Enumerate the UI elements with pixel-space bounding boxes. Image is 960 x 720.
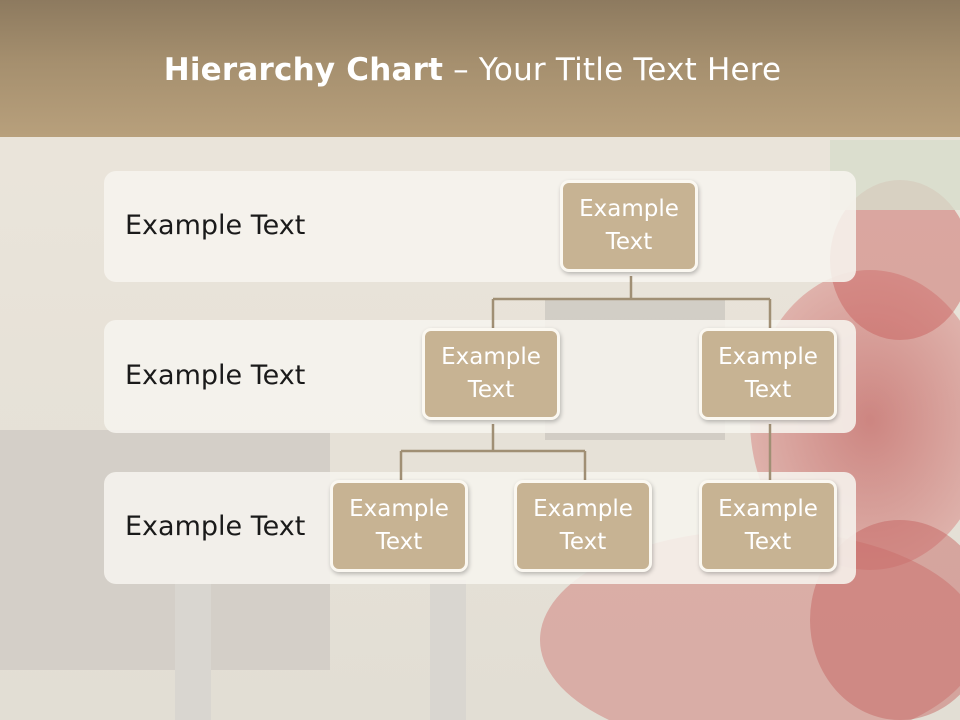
node-level2-right[interactable]: Example Text	[699, 328, 837, 420]
node-level3-a[interactable]: Example Text	[330, 480, 468, 572]
node-level2-left[interactable]: Example Text	[422, 328, 560, 420]
slide-title: Hierarchy Chart – Your Title Text Here	[0, 52, 945, 88]
node-root-text: Example Text	[579, 196, 679, 255]
title-bar: Hierarchy Chart – Your Title Text Here	[0, 0, 960, 137]
level-band-1	[104, 171, 856, 282]
level-label-2: Example Text	[125, 360, 306, 391]
node-level3-c[interactable]: Example Text	[699, 480, 837, 572]
node-level3-c-text: Example Text	[718, 496, 818, 555]
node-level3-b[interactable]: Example Text	[514, 480, 652, 572]
level-label-1: Example Text	[125, 210, 306, 241]
node-level2-left-text: Example Text	[441, 344, 541, 403]
level-label-3: Example Text	[125, 511, 306, 542]
node-root[interactable]: Example Text	[560, 180, 698, 272]
title-bold: Hierarchy Chart	[163, 52, 444, 88]
title-rest: – Your Title Text Here	[443, 52, 782, 88]
node-level3-b-text: Example Text	[533, 496, 633, 555]
node-level3-a-text: Example Text	[349, 496, 449, 555]
node-level2-right-text: Example Text	[718, 344, 818, 403]
